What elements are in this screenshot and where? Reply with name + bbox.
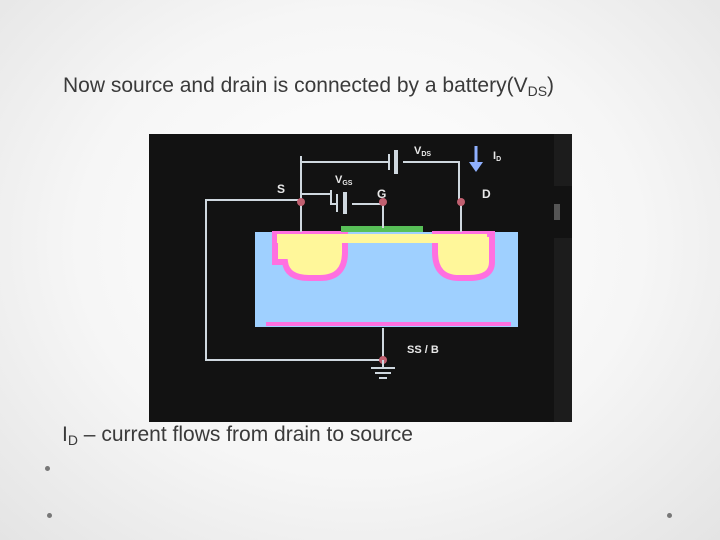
bullet-dot [45,466,50,471]
vds-label: VDS [414,145,431,158]
gate-label: G [377,187,386,201]
channel-region [277,234,487,243]
vgs-battery [336,192,347,214]
ground-icon [371,360,395,379]
drain-terminal [457,198,465,206]
gate-terminal [379,198,387,206]
vgs-label: VGS [335,174,353,187]
diagram-side-mark [554,204,560,220]
slide-caption: ID – current flows from drain to source [62,423,413,448]
diagram-side-panel [554,186,572,238]
substrate-label: SS / B [407,344,439,356]
diagram-lower-strip [149,390,554,422]
source-label: S [277,182,285,196]
vds-battery [388,150,398,174]
bullet-dot [667,513,672,518]
slide-heading: Now source and drain is connected by a b… [63,74,555,99]
current-arrow-icon [469,146,483,172]
heading-subscript: DS [527,83,548,99]
diagram-side-strip [554,134,572,422]
circuit-wiring [205,156,460,361]
bullet-dot [47,513,52,518]
source-region [272,231,348,281]
mosfet-diagram-svg: VDS ID VGS S G D SS / B [149,134,572,422]
drain-region [432,231,495,281]
mosfet-diagram: VDS ID VGS S G D SS / B [149,134,572,422]
source-terminal [297,198,305,206]
id-label: ID [493,150,501,163]
drain-label: D [482,187,491,201]
caption-subscript: D [67,432,78,448]
gate-oxide [341,226,423,232]
